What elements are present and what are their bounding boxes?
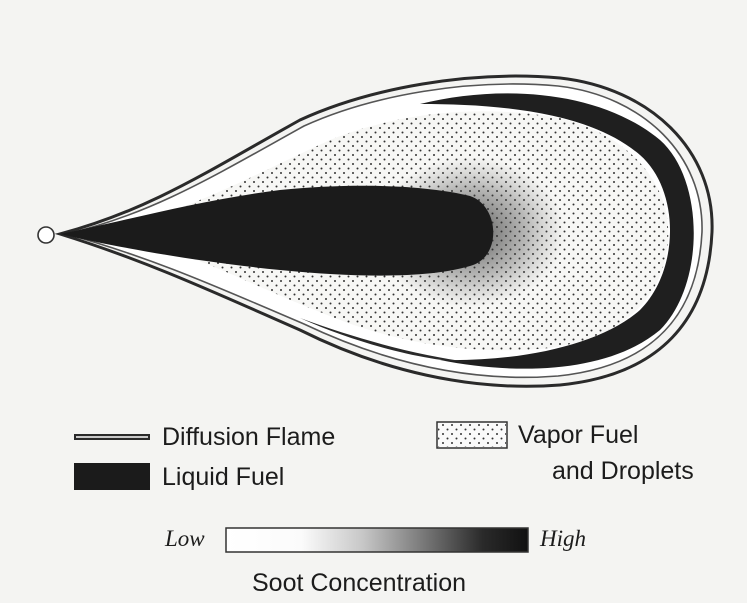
scale-low-label: Low (165, 526, 205, 552)
legend-diffusion-flame-label: Diffusion Flame (162, 422, 335, 452)
liquid-fuel-core (60, 186, 493, 276)
nozzle-circle (38, 227, 54, 243)
legend-and-droplets-label: and Droplets (552, 456, 694, 486)
legend-liquid-fuel-label: Liquid Fuel (162, 462, 284, 492)
legend-vapor-fuel-label: Vapor Fuel (518, 420, 638, 450)
soot-scale-bar (226, 528, 528, 552)
vapor-fuel-swatch-dots (438, 423, 506, 447)
scale-high-label: High (540, 526, 586, 552)
liquid-fuel-swatch (74, 463, 150, 490)
scale-title: Soot Concentration (252, 568, 466, 598)
